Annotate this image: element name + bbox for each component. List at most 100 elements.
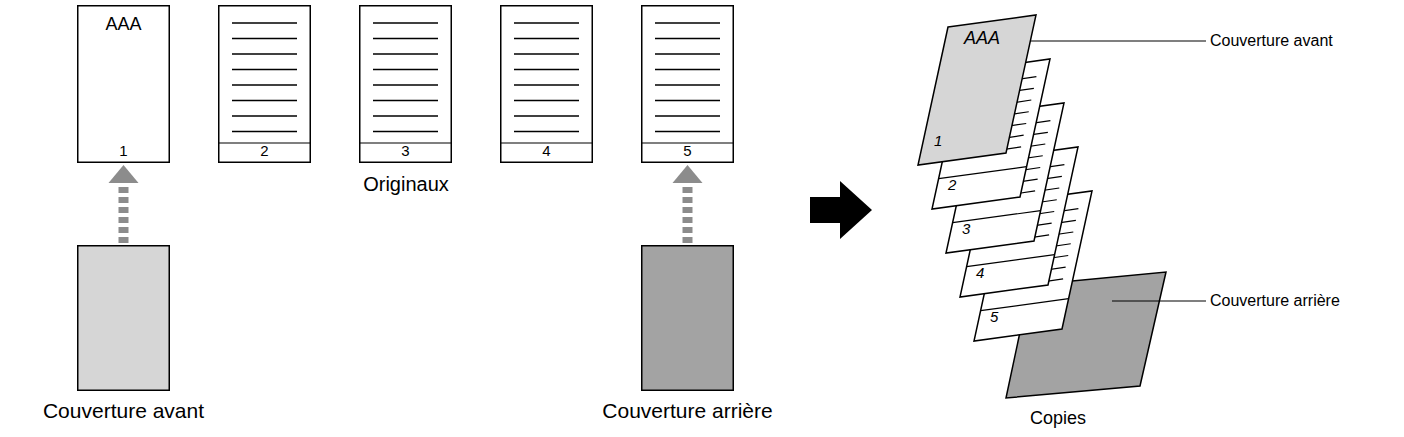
text-line bbox=[232, 53, 297, 54]
text-line bbox=[982, 121, 1050, 131]
text-line bbox=[972, 167, 1040, 177]
text-line bbox=[232, 22, 297, 23]
text-line bbox=[655, 100, 720, 101]
cover-caption: Couverture arrière bbox=[602, 399, 772, 422]
text-line bbox=[514, 38, 579, 39]
text-line bbox=[1003, 244, 1071, 254]
original-page: AAA 1 bbox=[77, 5, 170, 163]
page-number: 4 bbox=[542, 143, 550, 160]
sheet-outline bbox=[500, 5, 593, 163]
text-line bbox=[991, 188, 1059, 198]
text-line bbox=[968, 77, 1036, 87]
page-number: 3 bbox=[401, 143, 409, 160]
page-number: 1 bbox=[119, 143, 127, 160]
text-line bbox=[373, 131, 438, 132]
text-line bbox=[967, 191, 1035, 201]
callout-label: Couverture avant bbox=[1210, 32, 1333, 50]
sheet-outline bbox=[359, 5, 452, 163]
text-line bbox=[958, 123, 1026, 133]
cover-outline bbox=[642, 246, 734, 391]
page-number: 5 bbox=[990, 309, 998, 326]
text-line bbox=[1000, 255, 1068, 265]
text-line bbox=[514, 22, 579, 23]
text-line bbox=[961, 112, 1029, 122]
text-line bbox=[956, 135, 1024, 145]
text-line bbox=[373, 115, 438, 116]
text-line bbox=[984, 223, 1052, 233]
text-line bbox=[655, 22, 720, 23]
sheet-outline bbox=[218, 5, 311, 163]
text-line bbox=[514, 131, 579, 132]
page-number: 2 bbox=[948, 177, 956, 194]
text-line bbox=[966, 88, 1034, 98]
text-line bbox=[232, 100, 297, 101]
text-line bbox=[1005, 232, 1073, 242]
text-line bbox=[655, 84, 720, 85]
text-line bbox=[953, 147, 1021, 157]
text-line bbox=[998, 267, 1066, 277]
text-line bbox=[655, 53, 720, 54]
text-line bbox=[373, 53, 438, 54]
text-line bbox=[514, 115, 579, 116]
page-number: 3 bbox=[962, 221, 970, 238]
text-line bbox=[514, 100, 579, 101]
original-page: 4 bbox=[500, 5, 593, 163]
page-outline bbox=[642, 6, 734, 163]
original-page: 3 bbox=[359, 5, 452, 163]
text-line bbox=[994, 176, 1062, 186]
feed-arrow bbox=[683, 183, 693, 243]
text-line bbox=[373, 69, 438, 70]
text-line bbox=[963, 100, 1031, 110]
feed-arrow bbox=[119, 183, 129, 243]
page-number: 5 bbox=[683, 143, 691, 160]
copy-sheet: AAA 1 bbox=[918, 15, 1038, 167]
leader-line bbox=[1112, 300, 1206, 301]
text-line bbox=[975, 156, 1043, 166]
text-line bbox=[373, 100, 438, 101]
page-outline bbox=[360, 6, 452, 163]
page-number: 2 bbox=[260, 143, 268, 160]
text-line bbox=[995, 279, 1063, 289]
page-heading: AAA bbox=[964, 29, 1000, 49]
text-line bbox=[514, 53, 579, 54]
cover-outline bbox=[78, 246, 170, 391]
page-number: 1 bbox=[934, 133, 942, 150]
text-line bbox=[655, 38, 720, 39]
cover-sheet: Couverture avant bbox=[77, 245, 170, 391]
page-number: 4 bbox=[976, 265, 984, 282]
text-line bbox=[996, 165, 1064, 175]
sheet-outline bbox=[641, 5, 734, 163]
copy-outline bbox=[974, 191, 1092, 341]
text-line bbox=[655, 69, 720, 70]
text-line bbox=[514, 84, 579, 85]
text-line bbox=[373, 22, 438, 23]
text-line bbox=[655, 115, 720, 116]
leader-line bbox=[1030, 40, 1206, 41]
cover-caption: Couverture avant bbox=[43, 399, 204, 422]
page-outline bbox=[501, 6, 593, 163]
original-page: 2 bbox=[218, 5, 311, 163]
text-line bbox=[232, 38, 297, 39]
sheet-outline bbox=[77, 245, 170, 391]
page-outline bbox=[219, 6, 311, 163]
text-line bbox=[1010, 209, 1078, 219]
text-line bbox=[232, 115, 297, 116]
callout-label: Copies bbox=[1030, 409, 1086, 429]
text-line bbox=[977, 144, 1045, 154]
page-heading: AAA bbox=[105, 15, 141, 35]
text-line bbox=[970, 179, 1038, 189]
text-line bbox=[373, 38, 438, 39]
text-line bbox=[981, 235, 1049, 245]
text-line bbox=[1008, 220, 1076, 230]
text-line bbox=[655, 131, 720, 132]
text-line bbox=[232, 131, 297, 132]
process-arrow bbox=[810, 181, 872, 239]
text-line bbox=[980, 132, 1048, 142]
text-line bbox=[232, 69, 297, 70]
text-line bbox=[232, 84, 297, 85]
sheet-outline bbox=[641, 245, 734, 391]
original-page: 5 bbox=[641, 5, 734, 163]
page-outline bbox=[78, 6, 170, 163]
